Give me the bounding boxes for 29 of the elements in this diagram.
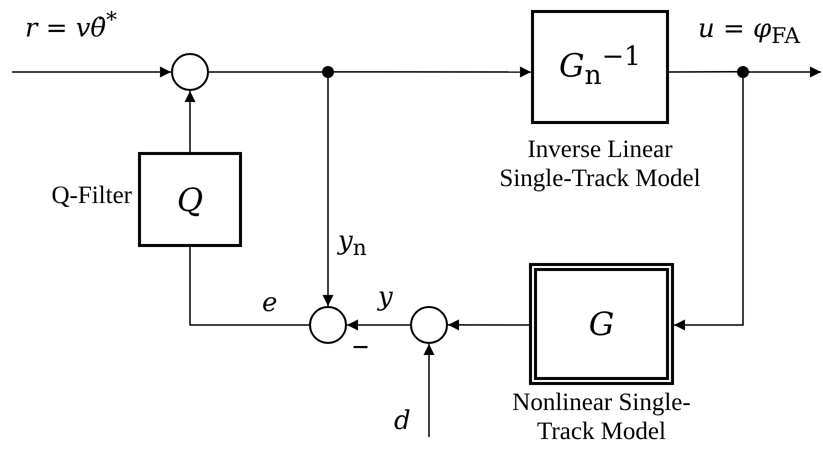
junction-dot xyxy=(322,66,334,78)
block-caption: Nonlinear Single-Track Model xyxy=(511,389,692,446)
summing-junction xyxy=(309,306,347,344)
block-caption: Inverse Linear Single-Track Model xyxy=(498,136,702,194)
signal-label: e xyxy=(262,290,278,316)
signal-label: r = vθ̇$^{*}$ xyxy=(25,10,117,42)
signal-label: y xyxy=(378,284,393,310)
signal-arrow xyxy=(334,66,531,78)
signal-label: y$_{n}$ xyxy=(338,228,367,260)
block-symbol: G xyxy=(588,308,614,340)
minus-sign: − xyxy=(352,333,370,363)
summing-junction xyxy=(171,53,209,91)
signal-arrow xyxy=(322,78,334,306)
signal-arrow xyxy=(674,78,744,330)
signal-arrow xyxy=(184,91,196,152)
signal-line xyxy=(669,71,737,73)
signal-label: u = φ$_{FA}$ xyxy=(698,16,800,48)
signal-arrow xyxy=(347,320,410,330)
signal-arrow xyxy=(448,319,529,330)
signal-arrow xyxy=(12,66,171,78)
signal-label: d xyxy=(394,408,411,434)
block-symbol: Q xyxy=(176,184,204,216)
junction-dot xyxy=(737,66,749,78)
signal-line xyxy=(209,71,322,73)
summing-junction xyxy=(410,306,448,344)
block-caption: Q-Filter xyxy=(50,182,132,211)
signal-arrow xyxy=(424,344,434,437)
signal-arrow xyxy=(749,66,821,78)
signal-line xyxy=(189,247,309,326)
